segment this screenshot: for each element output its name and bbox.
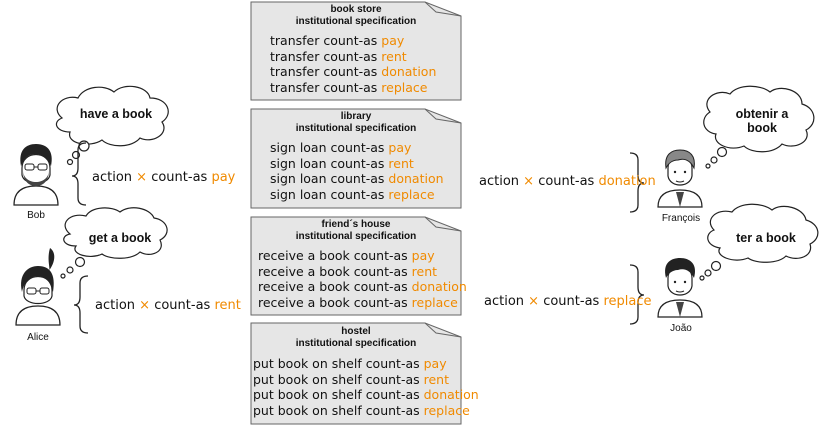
note-body-library: sign loan count-as pay sign loan count-a… <box>270 140 444 202</box>
note-line: receive a book count-as donation <box>258 279 467 294</box>
brace-alice <box>73 275 89 334</box>
thought-bob: have a book <box>79 107 153 121</box>
note-line: sign loan count-as replace <box>270 186 435 202</box>
bob-avatar-icon <box>13 144 59 206</box>
note-title-friends-house: friend´s house institutional specificati… <box>251 219 461 243</box>
francois-avatar-icon <box>657 149 703 208</box>
note-title-line2: institutional specification <box>295 338 417 349</box>
note-line: transfer count-as pay <box>270 33 405 48</box>
note-hostel <box>250 322 462 425</box>
alice-avatar-icon <box>15 248 61 326</box>
thought-alice: get a book <box>88 231 152 245</box>
thought-francois-line2: book <box>747 121 777 135</box>
note-title-hostel: hostel institutional specification <box>251 326 461 350</box>
note-title-line1: book store <box>330 4 382 15</box>
note-title-library: library institutional specification <box>251 111 461 135</box>
note-line: receive a book count-as replace <box>258 294 458 310</box>
thought-francois-line1: obtenir a <box>735 107 789 121</box>
note-line: put book on shelf count-as donation <box>253 387 479 402</box>
note-line: put book on shelf count-as rent <box>253 371 450 387</box>
brace-francois <box>629 152 645 213</box>
name-alice: Alice <box>27 332 49 343</box>
note-body-book-store: transfer count-as pay transfer count-as … <box>270 33 436 95</box>
note-line: transfer count-as donation <box>270 64 437 79</box>
action-bob: action × count-as pay <box>92 170 236 185</box>
note-title-line1: friend´s house <box>321 219 391 230</box>
note-title-line1: library <box>340 111 372 122</box>
note-line: sign loan count-as pay <box>270 140 412 155</box>
note-body-hostel: put book on shelf count-as pay put book … <box>253 356 479 418</box>
note-title-book-store: book store institutional specification <box>251 4 461 28</box>
note-line: transfer count-as replace <box>270 79 428 95</box>
note-title-line1: hostel <box>341 326 371 337</box>
name-bob: Bob <box>27 210 45 221</box>
note-line: receive a book count-as pay <box>258 248 435 263</box>
note-library <box>250 108 462 209</box>
note-line: put book on shelf count-as pay <box>253 356 447 371</box>
action-alice: action × count-as rent <box>95 298 241 313</box>
thought-francois: obtenir a book <box>716 107 808 135</box>
name-francois: François <box>661 213 701 224</box>
note-friends-house <box>250 216 462 316</box>
note-title-line2: institutional specification <box>295 123 417 134</box>
brace-bob <box>71 142 87 206</box>
note-book-store <box>250 1 462 101</box>
note-title-line2: institutional specification <box>295 231 417 242</box>
thought-cloud-francois <box>703 85 815 169</box>
note-line: put book on shelf count-as replace <box>253 402 470 418</box>
action-joao: action × count-as replace <box>484 294 652 309</box>
note-body-friends-house: receive a book count-as pay receive a bo… <box>258 248 467 310</box>
brace-joao <box>629 264 645 325</box>
thought-cloud-alice <box>60 207 168 279</box>
action-francois: action × count-as donation <box>479 174 656 189</box>
joao-avatar-icon <box>657 258 703 318</box>
note-line: transfer count-as rent <box>270 48 407 64</box>
note-line: sign loan count-as rent <box>270 155 414 171</box>
note-line: sign loan count-as donation <box>270 171 444 186</box>
note-title-line2: institutional specification <box>295 16 417 27</box>
note-line: receive a book count-as rent <box>258 263 438 279</box>
thought-cloud-bob <box>55 85 169 166</box>
thought-cloud-joao <box>699 203 819 281</box>
thought-joao: ter a book <box>736 231 796 245</box>
name-joao: João <box>670 323 692 334</box>
